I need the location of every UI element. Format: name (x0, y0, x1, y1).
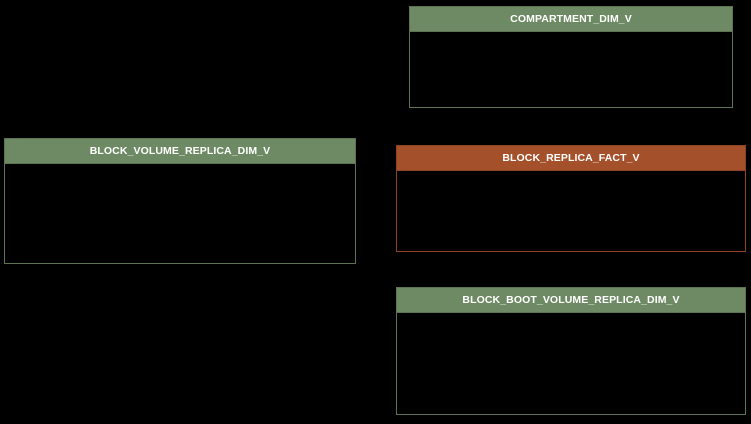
entity-title-block-boot-volume-replica-dim-v[interactable]: BLOCK_BOOT_VOLUME_REPLICA_DIM_V (397, 288, 745, 313)
entity-block-replica-fact-v[interactable]: BLOCK_REPLICA_FACT_V (396, 145, 746, 252)
entity-body-block-volume-replica-dim-v (5, 163, 355, 263)
entity-body-compartment-dim-v (410, 31, 732, 107)
entity-body-block-boot-volume-replica-dim-v (397, 312, 745, 414)
entity-title-block-volume-replica-dim-v[interactable]: BLOCK_VOLUME_REPLICA_DIM_V (5, 139, 355, 164)
entity-body-block-replica-fact-v (397, 170, 745, 251)
entity-title-compartment-dim-v[interactable]: COMPARTMENT_DIM_V (410, 7, 732, 32)
entity-title-block-replica-fact-v[interactable]: BLOCK_REPLICA_FACT_V (397, 146, 745, 171)
entity-block-boot-volume-replica-dim-v[interactable]: BLOCK_BOOT_VOLUME_REPLICA_DIM_V (396, 287, 746, 415)
entity-compartment-dim-v[interactable]: COMPARTMENT_DIM_V (409, 6, 733, 108)
entity-block-volume-replica-dim-v[interactable]: BLOCK_VOLUME_REPLICA_DIM_V (4, 138, 356, 264)
